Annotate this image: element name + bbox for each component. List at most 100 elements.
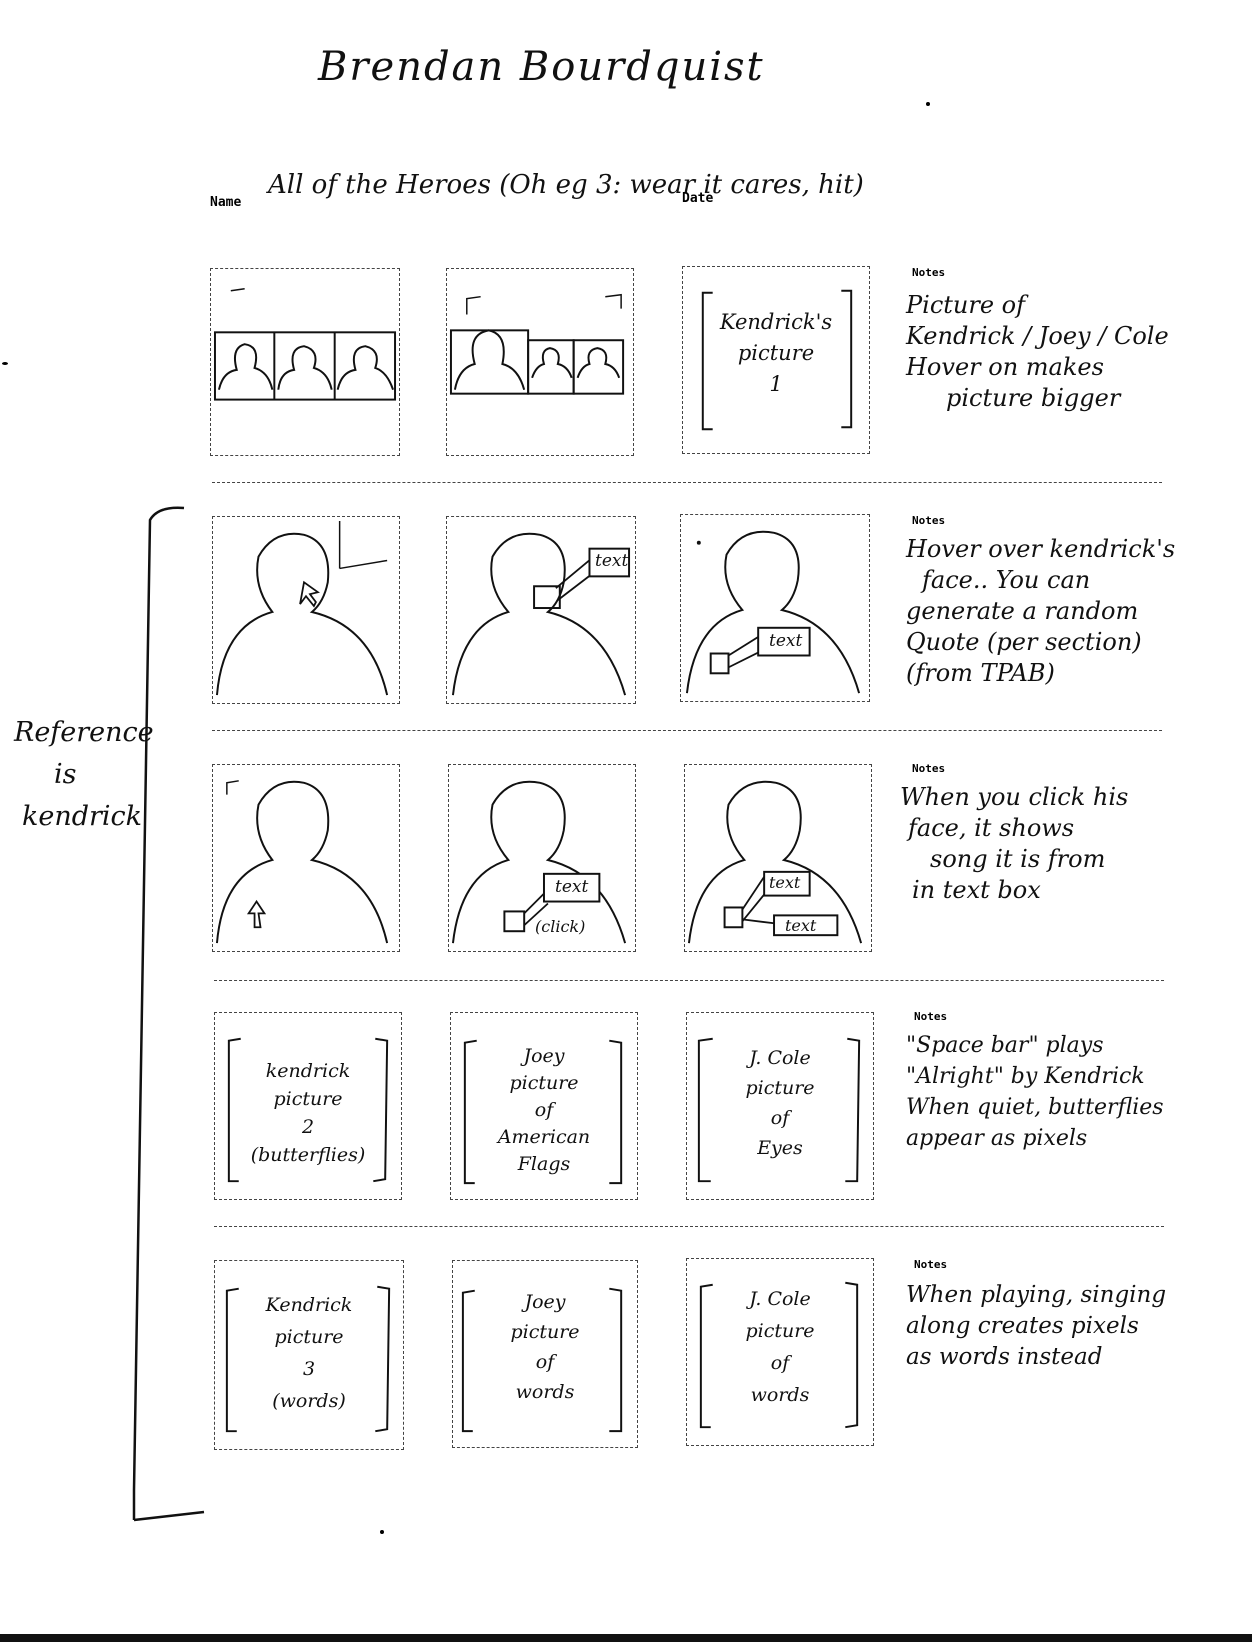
note-line: When quiet, butterflies xyxy=(906,1095,1164,1120)
callout-text: text xyxy=(595,551,629,571)
note-line: in text box xyxy=(912,876,1041,904)
frame-text-line: Eyes xyxy=(757,1137,803,1159)
note-line: When playing, singing xyxy=(906,1282,1167,1308)
notes-label: Notes xyxy=(912,514,946,527)
note-line: picture bigger xyxy=(946,384,1121,412)
storyboard-frame-r3-1 xyxy=(212,764,400,952)
note-line: song it is from xyxy=(930,845,1106,873)
frame-text-line: kendrick xyxy=(265,1060,351,1082)
frame-text: kendrick picture 2 (butterflies) xyxy=(215,1057,401,1169)
storyboard-frame-r5-1: Kendrick picture 3 (words) xyxy=(214,1260,404,1450)
frame-text: Kendrick picture 3 (words) xyxy=(215,1289,403,1417)
row-notes: Hover over kendrick's face.. You can gen… xyxy=(906,534,1236,689)
frame-text-line: J. Cole xyxy=(749,1047,811,1069)
note-line: along creates pixels xyxy=(906,1313,1139,1339)
frame-text-line: picture xyxy=(273,1088,343,1110)
name-label: Name xyxy=(210,195,242,210)
click-caption: (click) xyxy=(535,917,586,936)
note-line: face.. You can xyxy=(922,566,1091,594)
storyboard-frame-r4-2: Joey picture of American Flags xyxy=(450,1012,638,1200)
frame-text: Joey picture of American Flags xyxy=(451,1043,637,1178)
frame-text: Joey picture of words xyxy=(453,1287,637,1407)
bust-callout-sketch xyxy=(451,532,631,696)
row-notes: When playing, singing along creates pixe… xyxy=(906,1280,1236,1373)
note-line: Kendrick / Joey / Cole xyxy=(906,322,1169,350)
row-notes: Picture of Kendrick / Joey / Cole Hover … xyxy=(906,290,1236,414)
note-line: "Alright" by Kendrick xyxy=(906,1064,1145,1089)
callout-text: text xyxy=(769,873,801,892)
bust-cursor-sketch xyxy=(215,520,389,696)
storyboard-frame-r1-1 xyxy=(210,268,400,456)
note-line: Hover over kendrick's xyxy=(906,535,1176,563)
frame-text-line: of xyxy=(535,1351,555,1373)
frame-text: J. Cole picture of Eyes xyxy=(687,1043,873,1163)
note-line: When you click his xyxy=(900,783,1129,811)
bust-cursor-low-sketch xyxy=(215,780,389,944)
frame-text-line: Joey xyxy=(523,1045,565,1067)
date-label: Date xyxy=(682,191,714,206)
storyboard-frame-r5-3: J. Cole picture of words xyxy=(686,1258,874,1446)
callout-text: text xyxy=(769,631,803,651)
storyboard-frame-r4-3: J. Cole picture of Eyes xyxy=(686,1012,874,1200)
frame-text-line: 1 xyxy=(769,372,783,396)
frame-text-line: Kendrick's xyxy=(719,310,833,334)
storyboard-frame-r2-2: text xyxy=(446,516,636,704)
frame-text-line: picture xyxy=(274,1326,344,1348)
three-heads-enlarged-sketch xyxy=(449,293,625,395)
frame-text: Kendrick's picture 1 xyxy=(683,307,869,400)
storyboard-frame-r4-1: kendrick picture 2 (butterflies) xyxy=(214,1012,402,1200)
frame-text-line: 2 xyxy=(301,1116,315,1138)
storyboard-frame-r2-3: text xyxy=(680,514,870,702)
frame-text-line: picture xyxy=(745,1320,815,1342)
frame-text-line: of xyxy=(770,1352,790,1374)
storyboard-frame-r5-2: Joey picture of words xyxy=(452,1260,638,1448)
row-divider xyxy=(212,482,1162,483)
storyboard-frame-r3-2: text (click) xyxy=(448,764,636,952)
frame-text-line: Joey xyxy=(524,1291,566,1313)
callout-text: text xyxy=(785,916,817,935)
note-line: face, it shows xyxy=(908,814,1075,842)
notes-label: Notes xyxy=(914,1258,948,1271)
note-line: Picture of xyxy=(906,291,1026,319)
side-annotation: Reference is kendrick xyxy=(14,712,164,838)
storyboard-frame-r1-3: Kendrick's picture 1 xyxy=(682,266,870,454)
frame-text-line: picture xyxy=(745,1077,815,1099)
side-annotation-line: kendrick xyxy=(22,801,143,832)
frame-text-line: picture xyxy=(509,1072,579,1094)
notes-label: Notes xyxy=(914,1010,948,1023)
side-annotation-line: Reference xyxy=(14,717,154,748)
name-value: All of the Heroes (Oh eg 3: wear it care… xyxy=(268,170,864,200)
speck xyxy=(926,102,930,106)
speck xyxy=(2,362,8,365)
row-notes: When you click his face, it shows song i… xyxy=(900,782,1230,906)
note-line: as words instead xyxy=(906,1344,1103,1370)
frame-text-line: of xyxy=(534,1099,554,1121)
note-line: (from TPAB) xyxy=(906,659,1055,687)
callout-text: text xyxy=(555,877,589,897)
row-divider xyxy=(214,1226,1164,1227)
frame-text-line: of xyxy=(770,1107,790,1129)
frame-text-line: picture xyxy=(737,341,815,365)
frame-text-line: 3 xyxy=(302,1358,316,1380)
frame-text-line: Kendrick xyxy=(265,1294,353,1316)
frame-text-line: words xyxy=(750,1384,810,1406)
row-notes: "Space bar" plays "Alright" by Kendrick … xyxy=(906,1030,1236,1154)
row-divider xyxy=(214,980,1164,981)
side-bracket xyxy=(132,506,205,1522)
three-heads-sketch xyxy=(213,288,397,401)
frame-text-line: J. Cole xyxy=(749,1288,811,1310)
frame-text-line: picture xyxy=(510,1321,580,1343)
scan-edge xyxy=(0,1634,1252,1642)
frame-text-line: Flags xyxy=(517,1153,571,1175)
note-line: appear as pixels xyxy=(906,1126,1088,1151)
note-line: Quote (per section) xyxy=(906,628,1142,656)
bust-click-sketch xyxy=(451,780,627,944)
row-divider xyxy=(212,730,1162,731)
frame-text-line: American xyxy=(497,1126,591,1148)
frame-text-line: (words) xyxy=(272,1390,346,1412)
note-line: generate a random xyxy=(906,597,1139,625)
storyboard-frame-r3-3: text text xyxy=(684,764,872,952)
author-name: Brendan Bourdquist xyxy=(318,44,765,90)
frame-text: J. Cole picture of words xyxy=(687,1283,873,1411)
storyboard-frame-r2-1 xyxy=(212,516,400,704)
